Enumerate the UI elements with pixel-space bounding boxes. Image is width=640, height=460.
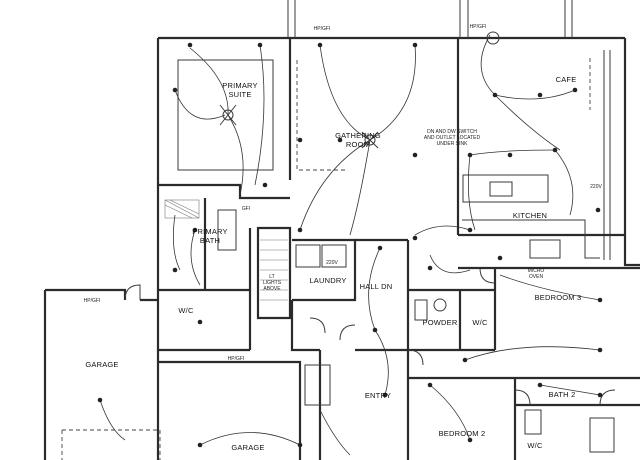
label-gathering-1: GATHERING [335,131,381,140]
label-wic-primary: W/C [178,306,194,315]
label-garage-2: GARAGE [231,443,264,452]
interior-details [124,58,616,453]
tag-gfi: GFI [242,206,250,212]
note-lights-2: LIGHTS [263,280,282,286]
label-gathering-2: ROOM [346,140,370,149]
label-garage: GARAGE [85,360,118,369]
tag-hp-gfi-garage: HP/GFI [84,298,101,304]
room-labels: PRIMARY SUITE GATHERING ROOM CAFE KITCHE… [85,75,581,452]
note-dw-1: DN AND DW SWITCH [427,129,477,135]
tag-hp-gfi-top-right: HP/GFI [470,24,487,30]
label-primary-suite-2: SUITE [228,90,251,99]
annotation-notes: DN AND DW SWITCH AND OUTLET LOCATED UNDE… [263,129,603,292]
label-wic-bed3: W/C [472,318,488,327]
note-dw-2: AND OUTLET LOCATED [424,135,481,141]
note-lights-3: ABOVE [263,286,281,292]
outlet-tags: HP/GFI HP/GFI HP/GFI HP/GFI GFI [84,24,487,362]
fixture-symbols [97,31,603,448]
label-bedroom-3: BEDROOM 3 [535,293,582,302]
label-entry: ENTRY [365,391,391,400]
walls [43,0,640,460]
note-220v-laundry: 220V [326,260,338,266]
note-dw-3: UNDER SINK [437,141,469,147]
label-primary-bath-2: BATH [200,236,220,245]
tag-hp-gfi-top-left: HP/GFI [314,26,331,32]
note-lights-1: LT [269,274,274,280]
circuit-lines [99,34,601,456]
label-hall-dn: HALL DN [360,282,393,291]
label-cafe: CAFE [556,75,577,84]
label-primary-suite-1: PRIMARY [222,81,257,90]
label-primary-bath-1: PRIMARY [192,227,227,236]
note-hood-2: OVEN [529,274,544,280]
label-wic-bed2: W/C [527,441,543,450]
label-kitchen: KITCHEN [513,211,547,220]
note-hood-1: MICRO [528,268,545,274]
tag-hp-gfi-center: HP/GFI [228,356,245,362]
note-220v-kitchen: 220V [590,184,602,190]
label-bedroom-2: BEDROOM 2 [439,429,486,438]
label-laundry: LAUNDRY [309,276,346,285]
label-bath-2: BATH 2 [549,390,576,399]
label-powder: POWDER [423,318,458,327]
